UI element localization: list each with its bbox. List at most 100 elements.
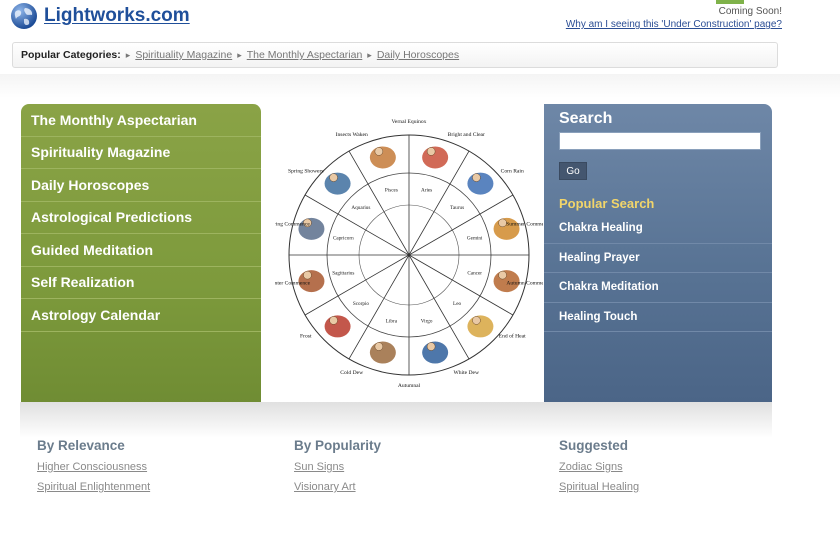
wheel-spoke [408,194,514,256]
zodiac-sign-label: Virgo [421,319,433,325]
menu-item-self-realization[interactable]: Self Realization [21,267,261,299]
coming-soon-text: Coming Soon! [718,6,782,17]
zodiac-figure-head [303,218,312,228]
wheel-outer-label: Corn Rain [501,169,524,175]
wheel-spoke [348,254,410,360]
zodiac-figure-head [472,173,481,182]
zodiac-figure-head [329,173,338,182]
link-visionary-art[interactable]: Visionary Art [294,481,356,493]
suggested-column: Suggested Zodiac Signs Spiritual Healing [559,438,759,501]
zodiac-sign-label: Aries [421,187,432,193]
zodiac-figure-head [426,147,436,156]
wheel-outer-label: End of Heat [499,332,526,339]
wheel-outer-label: Winter Commence [275,280,311,286]
logo-text[interactable]: Lightworks.com [44,5,190,26]
header-shadow [0,74,840,98]
zodiac-figure-head [498,270,507,280]
link-higher-consciousness[interactable]: Higher Consciousness [37,461,148,473]
zodiac-sign-label: Gemini [467,235,483,241]
popular-search-title: Popular Search [559,196,655,211]
zodiac-sign-label: Scorpio [353,301,370,307]
zodiac-figure-scorpio [324,315,351,338]
link-spiritual-enlightenment[interactable]: Spiritual Enlightenment [37,481,151,493]
column-title: By Relevance [37,438,125,453]
zodiac-figure-pisces [369,146,396,169]
top-badge [716,0,744,4]
zodiac-sign-label: Libra [386,319,398,325]
menu-item-astrological-predictions[interactable]: Astrological Predictions [21,202,261,234]
wheel-spoke [408,254,470,360]
by-relevance-column: By Relevance Higher Consciousness Spirit… [37,438,237,501]
zodiac-figure-aries [422,146,449,169]
site-logo[interactable]: Lightworks.com [10,0,190,32]
breadcrumb-label: Popular Categories: [21,49,121,61]
panel-reflection [20,402,772,438]
breadcrumb-link-spirituality-magazine[interactable]: Spirituality Magazine [135,49,233,61]
breadcrumb-separator: ▸ [237,49,242,60]
zodiac-sign-label: Sagittarius [332,271,354,277]
link-zodiac-signs[interactable]: Zodiac Signs [559,461,623,473]
menu-item-guided-meditation[interactable]: Guided Meditation [21,234,261,267]
search-panel: Search Go Popular Search Chakra Healing … [544,104,772,402]
wheel-spoke [348,150,410,256]
wheel-outer-label: Vernal Equinox [392,119,427,125]
popular-search-chakra-meditation[interactable]: Chakra Meditation [544,273,772,303]
wheel-outer-label: Cold Dew [340,370,364,376]
zodiac-sign-label: Capricorn [333,235,354,241]
why-seeing-link[interactable]: Why am I seeing this 'Under Construction… [565,19,782,30]
zodiac-figure-head [374,147,384,156]
wheel-outer-label: Autumn Commence [506,280,543,286]
wheel-outer-label: Summer Commence [506,222,543,228]
breadcrumb-link-monthly-aspectarian[interactable]: The Monthly Aspectarian [246,49,363,61]
wheel-spoke [408,254,514,316]
popular-search-healing-touch[interactable]: Healing Touch [544,303,772,332]
search-input[interactable] [559,132,761,150]
wheel-outer-label: Insects Waken [336,132,368,138]
popular-search-healing-prayer[interactable]: Healing Prayer [544,244,772,273]
wheel-outer-label: Spring Showers [288,169,324,175]
wheel-outer-label: Autumnal [398,383,421,389]
wheel-spoke [304,194,410,256]
menu-item-monthly-aspectarian[interactable]: The Monthly Aspectarian [21,104,261,137]
zodiac-sign-label: Cancer [467,271,482,277]
zodiac-figure-virgo [422,341,449,364]
zodiac-figure-head [303,270,312,280]
column-title: Suggested [559,438,629,453]
under-construction-notice: Coming Soon! Why am I seeing this 'Under… [566,5,782,31]
zodiac-figure-libra [369,341,396,364]
go-button[interactable]: Go [559,162,587,180]
wheel-outer-label: Frost [300,333,312,339]
zodiac-figure-leo [467,315,494,338]
breadcrumb: Popular Categories: ▸ Spirituality Magaz… [12,42,778,68]
zodiac-figure-head [498,218,507,228]
popular-search-chakra-healing[interactable]: Chakra Healing [544,214,772,244]
globe-icon [11,3,37,29]
zodiac-figure-head [426,342,436,351]
link-sun-signs[interactable]: Sun Signs [294,461,345,473]
zodiac-sign-label: Aquarius [351,205,370,211]
zodiac-figure-head [472,316,481,325]
column-title: By Popularity [294,438,382,453]
zodiac-sign-label: Taurus [450,205,464,211]
breadcrumb-link-daily-horoscopes[interactable]: Daily Horoscopes [376,49,460,61]
category-menu: The Monthly Aspectarian Spirituality Mag… [21,104,261,406]
zodiac-figure-head [374,342,384,351]
zodiac-sign-label: Pisces [385,187,398,193]
breadcrumb-separator: ▸ [125,49,131,60]
popular-search-list: Chakra Healing Healing Prayer Chakra Med… [544,214,772,332]
menu-item-spirituality-magazine[interactable]: Spirituality Magazine [21,137,261,169]
zodiac-sign-label: Leo [453,301,461,307]
menu-item-daily-horoscopes[interactable]: Daily Horoscopes [21,169,261,202]
wheel-outer-label: Bright and Clear [448,132,485,138]
link-spiritual-healing[interactable]: Spiritual Healing [559,481,640,493]
search-title: Search [559,110,613,127]
zodiac-figure-taurus [467,172,494,195]
wheel-outer-label: White Dew [453,370,480,376]
menu-item-astrology-calendar[interactable]: Astrology Calendar [21,299,261,332]
by-popularity-column: By Popularity Sun Signs Visionary Art [294,438,494,501]
breadcrumb-separator: ▸ [367,49,372,60]
zodiac-figure-head [329,316,338,325]
zodiac-figure-aquarius [324,172,351,195]
